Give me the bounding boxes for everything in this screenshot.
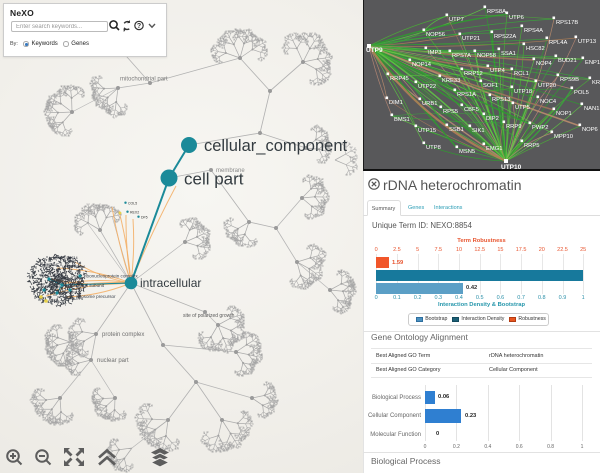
svg-text:IMP4 RPS9: IMP4 RPS9: [42, 285, 60, 289]
svg-text:UTP5: UTP5: [515, 105, 530, 111]
svg-text:COL5: COL5: [128, 202, 137, 206]
svg-text:ribosome precursor: ribosome precursor: [76, 294, 116, 299]
svg-text:BUD21: BUD21: [558, 58, 577, 64]
svg-text:protein complex: protein complex: [102, 332, 144, 338]
svg-text:EMG1: EMG1: [486, 146, 502, 152]
svg-text:NOP58: NOP58: [477, 53, 496, 59]
svg-text:RRP9: RRP9: [506, 124, 521, 130]
svg-text:UTP7: UTP7: [449, 17, 464, 23]
svg-text:RPS16A: RPS16A: [44, 263, 58, 267]
svg-text:NOP4: NOP4: [536, 61, 553, 67]
svg-text:NOP6: NOP6: [582, 127, 598, 133]
svg-text:RPL4A: RPL4A: [549, 40, 568, 46]
svg-text:UTP20: UTP20: [538, 83, 556, 89]
svg-text:RPS4A: RPS4A: [524, 28, 543, 34]
svg-text:mitochondrial part: mitochondrial part: [120, 77, 168, 83]
svg-text:UTP22: UTP22: [418, 84, 436, 90]
svg-text:PWP2: PWP2: [532, 125, 548, 131]
svg-text:RPS6A UTP22: RPS6A UTP22: [60, 277, 83, 281]
svg-text:UTP18: UTP18: [514, 89, 532, 95]
svg-text:UTP9: UTP9: [366, 47, 383, 54]
svg-text:NOP14: NOP14: [412, 62, 432, 68]
svg-text:KRE33: KRE33: [442, 78, 460, 84]
svg-text:UTP15: UTP15: [418, 128, 436, 134]
svg-text:DF5: DF5: [141, 216, 148, 220]
svg-text:NOP58 PWP2: NOP58 PWP2: [54, 291, 76, 295]
svg-text:RPS13: RPS13: [492, 97, 510, 103]
svg-text:cellular_component: cellular_component: [204, 137, 348, 155]
svg-text:SOF1: SOF1: [483, 83, 498, 89]
svg-text:RCL1: RCL1: [514, 71, 529, 77]
svg-text:IMP3: IMP3: [428, 50, 442, 56]
svg-text:RPS9B: RPS9B: [560, 77, 579, 83]
svg-text:DIM1: DIM1: [389, 100, 403, 106]
svg-text:NOP1: NOP1: [556, 111, 572, 117]
svg-text:MPP10: MPP10: [554, 134, 573, 140]
svg-text:RRP45: RRP45: [390, 76, 409, 82]
svg-text:ribosomal subunit: ribosomal subunit: [68, 283, 105, 288]
svg-text:ENP1: ENP1: [585, 60, 600, 66]
svg-text:SSA1: SSA1: [501, 51, 516, 57]
svg-text:RRP12 NOP56: RRP12 NOP56: [40, 274, 64, 278]
svg-text:RRP5: RRP5: [524, 143, 539, 149]
svg-text:BMS1: BMS1: [394, 117, 410, 123]
svg-text:cell part: cell part: [184, 170, 244, 189]
svg-text:UTP8: UTP8: [426, 145, 441, 151]
svg-text:POL5: POL5: [574, 90, 589, 96]
svg-text:RPS22A: RPS22A: [494, 34, 516, 40]
svg-text:CBF5: CBF5: [464, 107, 479, 113]
svg-text:ribonucleoprotein complex: ribonucleoprotein complex: [84, 274, 138, 279]
svg-text:DIP2: DIP2: [486, 116, 499, 122]
svg-text:UTP6: UTP6: [509, 15, 524, 21]
svg-text:intracellular: intracellular: [140, 276, 201, 290]
svg-text:RPS17B: RPS17B: [556, 20, 578, 26]
svg-text:NOP4 RPS14: NOP4 RPS14: [56, 256, 78, 260]
svg-text:RRP9 UTP6: RRP9 UTP6: [64, 297, 83, 301]
svg-text:NAN1: NAN1: [584, 106, 599, 112]
svg-text:UTP10: UTP10: [501, 164, 522, 171]
svg-text:NOC4: NOC4: [540, 99, 557, 105]
svg-text:RPS7A: RPS7A: [452, 53, 471, 59]
svg-text:URB1: URB1: [422, 101, 437, 107]
svg-text:membrane: membrane: [216, 168, 245, 174]
svg-text:DIP2 HCA4: DIP2 HCA4: [48, 300, 66, 304]
svg-text:RPS5: RPS5: [443, 109, 458, 115]
svg-text:UTP4: UTP4: [490, 68, 506, 74]
svg-text:NOP56: NOP56: [426, 32, 445, 38]
svg-text:UTP13 RPS1A: UTP13 RPS1A: [62, 265, 86, 269]
svg-text:HSC82: HSC82: [526, 46, 545, 52]
svg-text:UTP13: UTP13: [578, 39, 596, 45]
svg-text:RRP12: RRP12: [464, 71, 483, 77]
svg-text:nuclear part: nuclear part: [97, 358, 129, 364]
svg-text:RPS1A: RPS1A: [457, 92, 476, 98]
svg-text:site of polarized growth: site of polarized growth: [183, 313, 235, 319]
svg-text:SIK1: SIK1: [472, 128, 485, 134]
svg-text:SSB1: SSB1: [449, 127, 464, 133]
svg-text:UTP21: UTP21: [462, 36, 480, 42]
svg-text:RPS8A: RPS8A: [487, 9, 506, 15]
svg-text:?: ?: [137, 23, 141, 30]
svg-text:KRR1: KRR1: [592, 80, 600, 86]
svg-text:MSN5: MSN5: [459, 149, 475, 155]
svg-text:REX2: REX2: [130, 211, 139, 215]
